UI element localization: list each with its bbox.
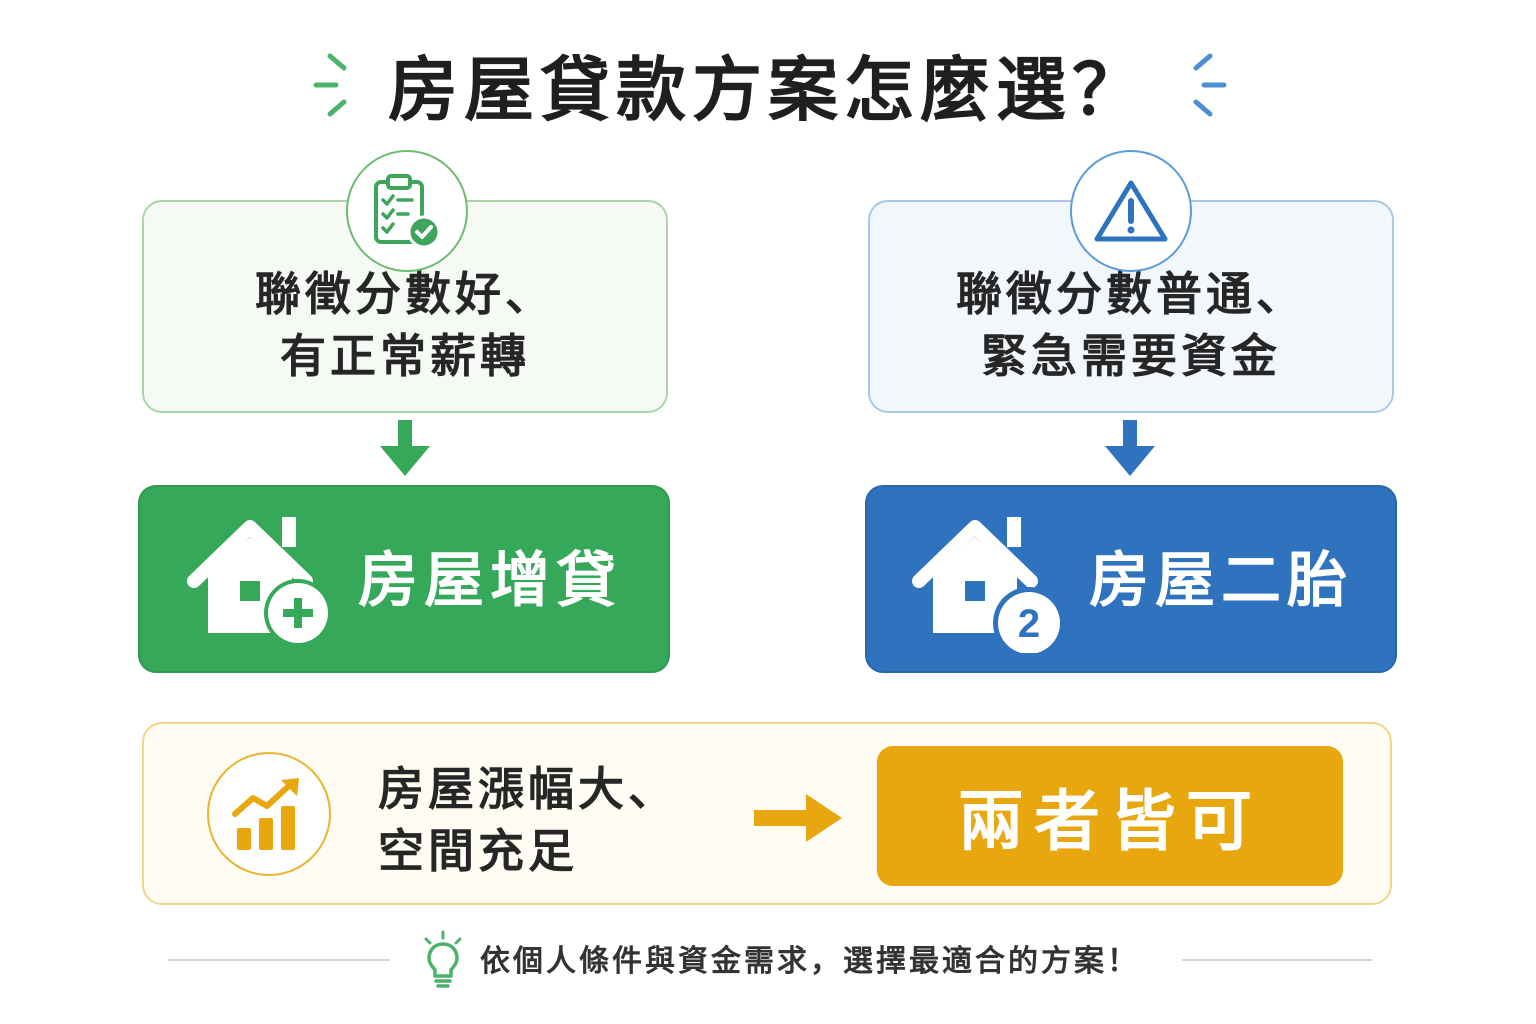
right-sparkle-icon (1193, 53, 1227, 117)
clipboard-badge (346, 150, 468, 272)
result-home-equity-loan: 房屋增貸 (138, 485, 670, 673)
right-arrow-icon (754, 794, 842, 842)
down-arrow-icon (1105, 420, 1155, 476)
result-label: 房屋二胎 (1089, 546, 1353, 616)
result-label: 房屋增貸 (358, 546, 622, 616)
warning-badge (1070, 150, 1192, 272)
result-label: 兩者皆可 (958, 783, 1262, 860)
growth-chart-icon (232, 778, 299, 850)
condition-card-average-credit: 聯徵分數普通、 緊急需要資金 (868, 200, 1394, 413)
condition-line-2: 有正常薪轉 (280, 328, 530, 383)
left-sparkle-icon (313, 53, 347, 117)
house-number-icon: 2 (912, 517, 1065, 653)
condition-line-1: 聯徵分數好、 (255, 266, 555, 321)
warning-triangle-icon (1094, 180, 1168, 242)
condition-line-1: 聯徵分數普通、 (956, 266, 1306, 321)
condition-line-2: 緊急需要資金 (981, 328, 1281, 383)
condition-line-1: 房屋漲幅大、 (378, 762, 678, 816)
house-number-badge: 2 (1018, 602, 1040, 646)
result-both-options: 兩者皆可 (877, 746, 1343, 886)
condition-card-good-credit: 聯徵分數好、 有正常薪轉 (142, 200, 668, 413)
footer-tip: 依個人條件與資金需求，選擇最適合的方案！ (480, 944, 1140, 979)
house-plus-icon (187, 517, 332, 647)
footer-divider-left (168, 959, 390, 961)
clipboard-check-icon (374, 174, 441, 249)
growth-chart-badge (207, 752, 331, 876)
bottom-condition-text: 房屋漲幅大、 空間充足 (378, 758, 718, 882)
footer-divider-right (1182, 959, 1372, 961)
page-title: 房屋貸款方案怎麼選？ (388, 49, 1148, 131)
lightbulb-icon (424, 930, 462, 988)
condition-line-2: 空間充足 (378, 824, 578, 878)
result-second-mortgage: 2 房屋二胎 (865, 485, 1397, 673)
down-arrow-icon (380, 420, 430, 476)
